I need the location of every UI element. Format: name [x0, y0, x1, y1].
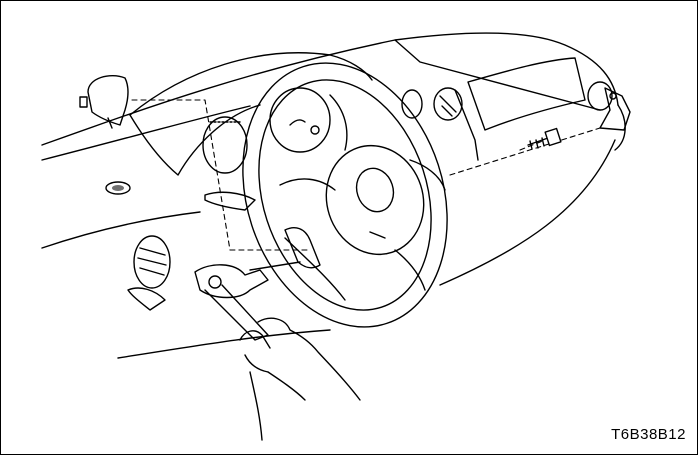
- instrument-hood: [129, 52, 373, 176]
- bolt-icon: [527, 127, 562, 150]
- hand-icon: [239, 317, 361, 441]
- dashed-guide-lines: [131, 99, 601, 251]
- dashboard-outline: [41, 32, 626, 359]
- steering-wheel-icon: [242, 62, 448, 328]
- trim-cover-icon: [79, 74, 129, 129]
- column-shroud: [204, 191, 256, 211]
- glovebox-panel: [454, 57, 586, 161]
- instrument-cluster: [202, 87, 348, 174]
- air-vent-icon: [105, 81, 613, 311]
- bracket-icon: [599, 87, 631, 131]
- figure-code: T6B38B12: [611, 426, 686, 443]
- ratchet-wrench-icon: [194, 261, 301, 341]
